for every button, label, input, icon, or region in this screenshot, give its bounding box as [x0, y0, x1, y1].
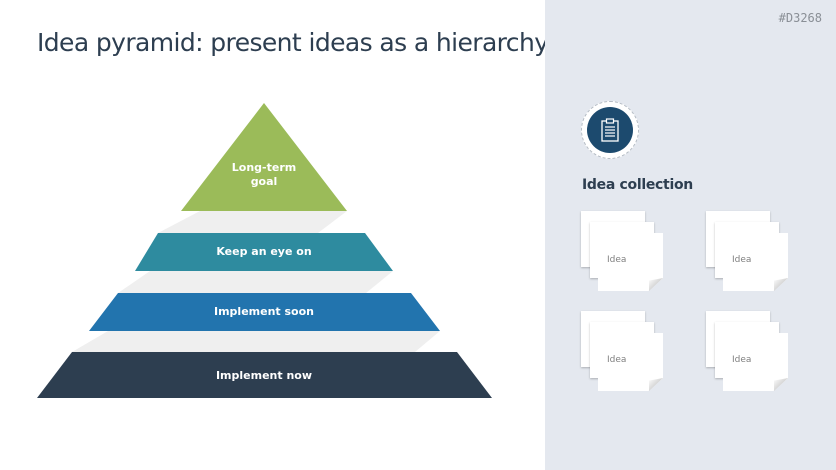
- layer-label-implement-now: Implement now: [215, 369, 313, 382]
- pyramid-shadow-1: [158, 211, 347, 233]
- pyramid-shadow-3: [72, 331, 440, 352]
- pyramid-layer-implement-soon: [89, 293, 440, 331]
- pyramid-layer-keep-an-eye-on: [135, 233, 393, 271]
- note-label: Idea: [607, 255, 627, 265]
- icon-circle: [587, 107, 633, 153]
- layer-label-long-term-goal: Long-term goal: [214, 161, 314, 189]
- pyramid-shadow-2: [118, 271, 393, 293]
- slide-code: #D3268: [778, 11, 822, 25]
- idea-note-stack-4: Idea: [706, 311, 790, 393]
- label-line-2: goal: [250, 175, 278, 188]
- idea-note-stack-3: Idea: [581, 311, 665, 393]
- layer-label-keep-an-eye-on: Keep an eye on: [216, 245, 312, 258]
- idea-collection-title: Idea collection: [582, 177, 693, 193]
- note-label: Idea: [607, 355, 627, 365]
- slide-title: Idea pyramid: present ideas as a hierarc…: [37, 28, 549, 57]
- label-line-1: Long-term: [231, 161, 297, 174]
- idea-note-stack-2: Idea: [706, 211, 790, 293]
- pyramid-layer-implement-now: [37, 352, 492, 398]
- note-label: Idea: [732, 355, 752, 365]
- layer-label-implement-soon: Implement soon: [214, 305, 314, 318]
- pyramid-layer-long-term-goal: [181, 103, 347, 211]
- idea-note-stack-1: Idea: [581, 211, 665, 293]
- clipboard-icon: [601, 118, 619, 142]
- clipboard-icon-badge: [581, 101, 639, 159]
- pyramid-diagram: [37, 103, 492, 398]
- note-label: Idea: [732, 255, 752, 265]
